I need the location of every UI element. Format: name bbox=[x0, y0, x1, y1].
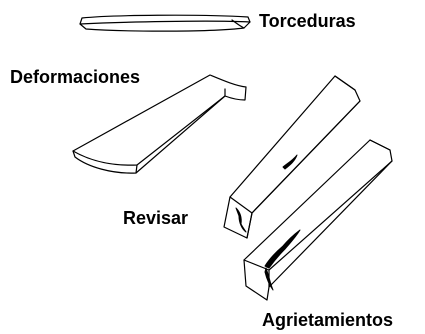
twisted-board bbox=[79, 14, 251, 32]
split-board bbox=[243, 139, 393, 301]
checked-board bbox=[223, 75, 361, 239]
label-check: Revisar bbox=[123, 208, 189, 228]
label-twist: Torceduras bbox=[259, 11, 356, 31]
warped-board bbox=[72, 74, 247, 174]
label-warp: Deformaciones bbox=[10, 67, 141, 87]
label-split: Agrietamientos bbox=[262, 310, 394, 330]
